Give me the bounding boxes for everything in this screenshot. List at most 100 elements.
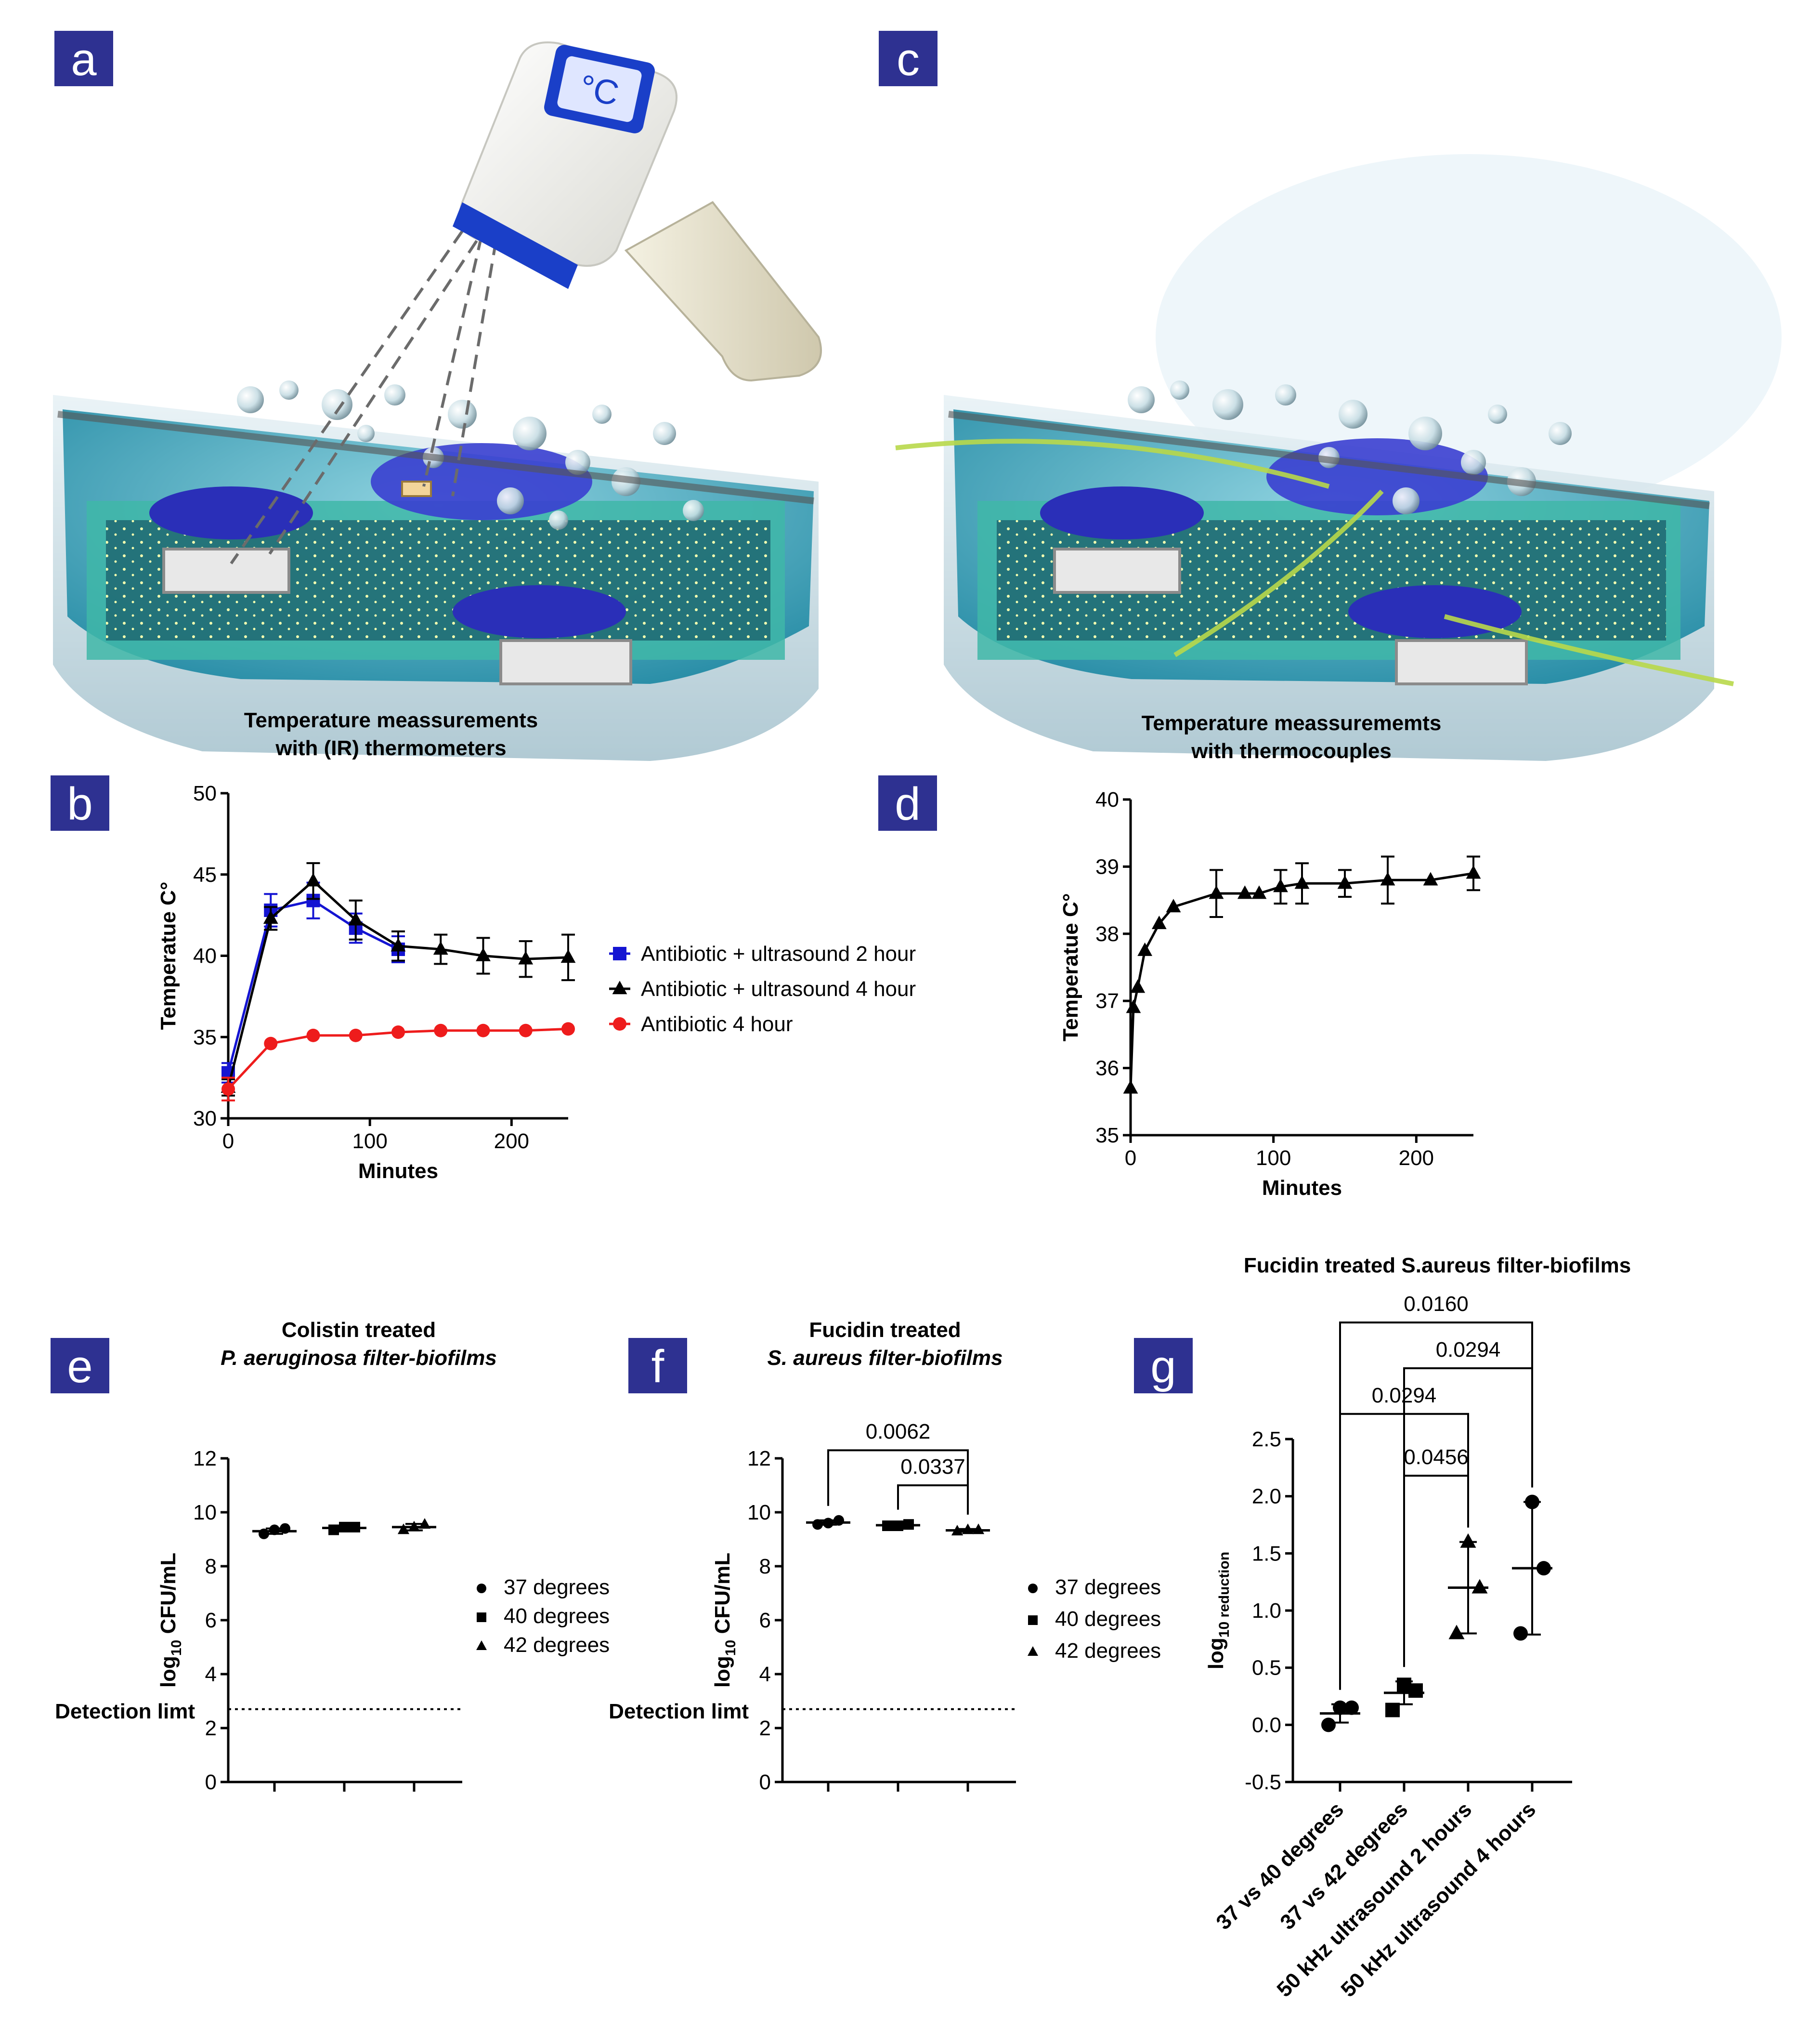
chart-b-y-tick-label: 35: [193, 1025, 217, 1049]
chart-f-title-line2: S. aureus filter-biofilms: [768, 1346, 1003, 1370]
chart-b-data-point: [391, 1025, 405, 1039]
chart-f-legend-marker: [1028, 1615, 1038, 1625]
chart-e-y-tick-label: 0: [205, 1770, 217, 1794]
chart-b-data-point: [221, 1082, 235, 1096]
chart-g-data-point: [1537, 1561, 1551, 1576]
panel-label-e: e: [51, 1338, 109, 1393]
chart-e-data-point: [339, 1521, 350, 1533]
chart-e-y-tick-label: 6: [205, 1609, 217, 1632]
panel-a: a: [53, 31, 822, 761]
panel-label-g: g: [1134, 1338, 1193, 1393]
chart-e-y-tick-label: 12: [193, 1447, 217, 1470]
panel-label-b-text: b: [67, 778, 92, 830]
chart-g-y-tick-label: 1.0: [1252, 1599, 1281, 1623]
chart-d-y-tick-label: 36: [1095, 1057, 1119, 1080]
chart-d-y-tick-label: 39: [1095, 855, 1119, 878]
panel-e: e Colistin treated P. aeruginosa filter-…: [51, 1318, 610, 1794]
chart-b-data-point: [348, 912, 364, 926]
chart-f-y-tick-label: 6: [759, 1609, 771, 1632]
chart-e-legend-marker: [477, 1584, 486, 1593]
chart-b-data-point: [263, 910, 278, 924]
chart-d-y-tick-label: 38: [1095, 922, 1119, 946]
caption-a-line1: Temperature meassurements: [244, 708, 538, 732]
chart-b-legend-marker: [613, 947, 626, 960]
chart-b-x-tick-label: 0: [222, 1129, 234, 1153]
chart-f-data-point: [972, 1523, 985, 1534]
chart-d-data-point: [1126, 999, 1141, 1013]
chart-f-legend-marker: [1028, 1584, 1038, 1593]
chart-g-data-point: [1513, 1626, 1528, 1641]
chart-f-data-point: [903, 1519, 914, 1530]
panel-label-a-text: a: [71, 34, 97, 85]
panel-label-g-text: g: [1150, 1341, 1176, 1392]
panel-label-e-text: e: [67, 1341, 92, 1392]
panel-label-d: d: [878, 775, 937, 831]
chart-b-data-point: [476, 947, 491, 961]
chart-g-y-tick-label: 2.5: [1252, 1428, 1281, 1451]
panel-label-f: f: [628, 1338, 687, 1393]
chart-b-legend-label: Antibiotic + ultrasound 2 hour: [641, 942, 916, 966]
chart-e-data-point: [328, 1524, 339, 1535]
chart-b-data-point: [560, 949, 576, 963]
chart-e-data-point: [408, 1520, 420, 1532]
chart-f-data-point: [833, 1515, 844, 1526]
chart-g-y-tick-label: 0.0: [1252, 1713, 1281, 1737]
chart-f-comparison-bracket: [827, 1449, 969, 1515]
chart-e-legend-label: 42 degrees: [504, 1633, 610, 1657]
chart-b-series-line: [227, 879, 569, 1088]
chart-f-y-tick-label: 12: [747, 1447, 771, 1470]
chart-e-data-point: [397, 1523, 410, 1534]
chart-b-y-tick-label: 45: [193, 863, 217, 887]
chart-b-y-axis-label: Temperatue C°: [156, 882, 180, 1030]
chart-b-data-point: [476, 1023, 490, 1037]
chart-d-data-point: [1273, 878, 1288, 892]
panel-label-b: b: [51, 775, 109, 831]
chart-e-y-tick-label: 8: [205, 1555, 217, 1578]
chart-f-data-point: [823, 1518, 833, 1529]
chart-g-title: Fucidin treated S.aureus filter-biofilms: [1244, 1254, 1631, 1277]
chart-e-data-point: [280, 1523, 290, 1534]
chart-b-x-tick-label: 200: [494, 1129, 529, 1153]
chart-d-data-point: [1209, 885, 1224, 899]
chart-e-y-tick-label: 4: [205, 1663, 217, 1686]
chart-b-data-point: [561, 1022, 575, 1036]
chart-g-p-value-label: 0.0456: [1404, 1445, 1469, 1469]
chart-g-comparison-bracket: [1403, 1474, 1469, 1667]
chart-d-data-point: [1466, 865, 1481, 879]
chart-e-data-point: [269, 1524, 280, 1535]
chart-e-legend-label: 40 degrees: [504, 1604, 610, 1628]
chart-f-title-line1: Fucidin treated: [809, 1318, 961, 1342]
chart-b-x-axis-label: Minutes: [358, 1159, 438, 1183]
panel-label-a: a: [54, 31, 113, 86]
chart-d-y-tick-label: 40: [1095, 788, 1119, 812]
chart-d-data-point: [1380, 872, 1395, 886]
chart-g-data-point: [1448, 1625, 1465, 1639]
panel-f: f Fucidin treated S. aureus filter-biofi…: [609, 1318, 1161, 1794]
chart-e-y-tick-label: 10: [193, 1501, 217, 1524]
chart-f-legend-marker: [1028, 1646, 1038, 1656]
panel-g: g Fucidin treated S.aureus filter-biofil…: [1134, 1254, 1631, 2002]
chart-g-y-tick-label: 0.5: [1252, 1656, 1281, 1680]
caption-a-line2: with (IR) thermometers: [275, 736, 506, 760]
chart-d-y-tick-label: 37: [1095, 989, 1119, 1013]
chart-d-data-point: [1423, 872, 1438, 886]
chart-b-y-tick-label: 30: [193, 1107, 217, 1130]
chart-d-x-tick-label: 100: [1256, 1146, 1291, 1170]
chart-e-data-point: [259, 1528, 269, 1539]
panel-label-f-text: f: [651, 1341, 664, 1392]
chart-e-data-point: [418, 1518, 431, 1529]
chart-d-data-point: [1237, 885, 1252, 899]
chart-f-y-tick-label: 4: [759, 1663, 771, 1686]
chart-f-y-tick-label: 0: [759, 1770, 771, 1794]
chart-g-y-tick-label: 1.5: [1252, 1542, 1281, 1565]
chart-b-data-point: [433, 941, 448, 955]
chart-f-p-value-label: 0.0337: [900, 1455, 965, 1479]
panel-c: c Temp: [879, 31, 1782, 763]
chart-b-legend-label: Antibiotic + ultrasound 4 hour: [641, 977, 916, 1001]
chart-d-data-point: [1130, 979, 1146, 993]
chart-f-p-value-label: 0.0062: [866, 1420, 931, 1443]
chart-e-legend-marker: [476, 1640, 487, 1650]
chart-d-data-point: [1294, 875, 1310, 889]
chart-b-data-point: [518, 951, 534, 965]
chart-d-data-point: [1151, 916, 1167, 930]
